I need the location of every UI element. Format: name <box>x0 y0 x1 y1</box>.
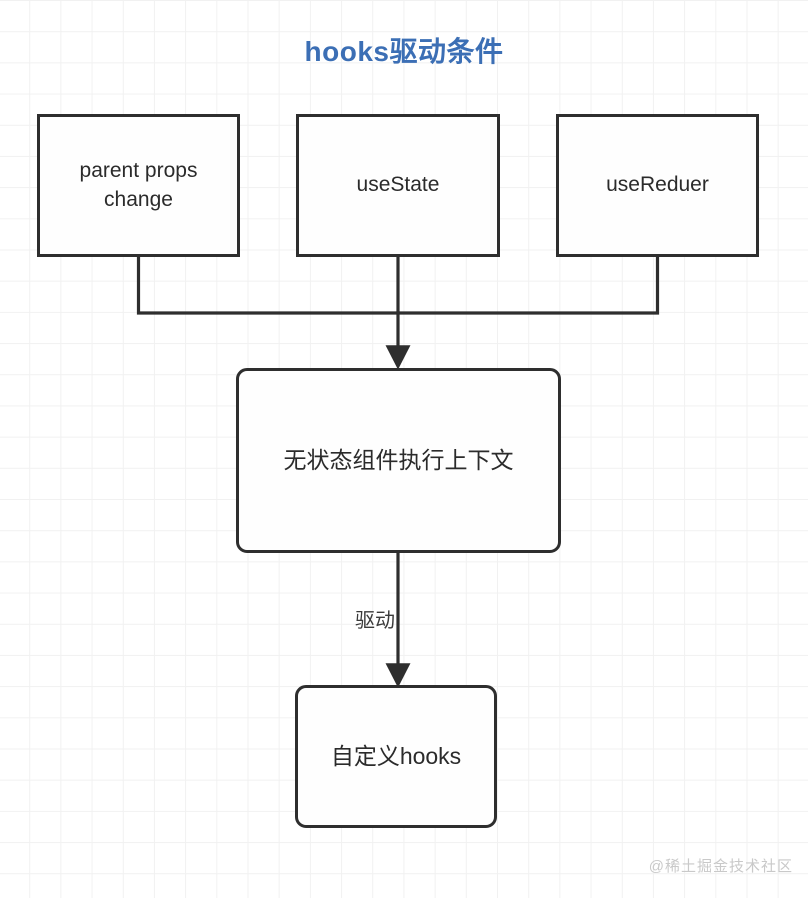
edge-parent-props-to-context <box>136 255 400 315</box>
node-stateless-component-context[interactable]: 无状态组件执行上下文 <box>236 368 561 553</box>
node-label: 自定义hooks <box>330 742 462 769</box>
edge-label-drive: 驱动 <box>355 610 395 632</box>
page-title: hooks驱动条件 <box>304 36 504 67</box>
edge-usereducer-to-context <box>396 255 660 315</box>
node-label: 无状态组件执行上下文 <box>283 446 514 473</box>
node-label: parent props change <box>79 159 198 211</box>
node-use-state[interactable]: useState <box>296 114 500 257</box>
node-parent-props-change[interactable]: parent props change <box>37 114 240 257</box>
node-use-reducer[interactable]: useReduer <box>556 114 759 257</box>
node-label: useReduer <box>606 173 709 197</box>
node-custom-hooks[interactable]: 自定义hooks <box>295 685 497 828</box>
watermark: @稀土掘金技术社区 <box>648 858 793 875</box>
node-label: useState <box>356 173 440 197</box>
